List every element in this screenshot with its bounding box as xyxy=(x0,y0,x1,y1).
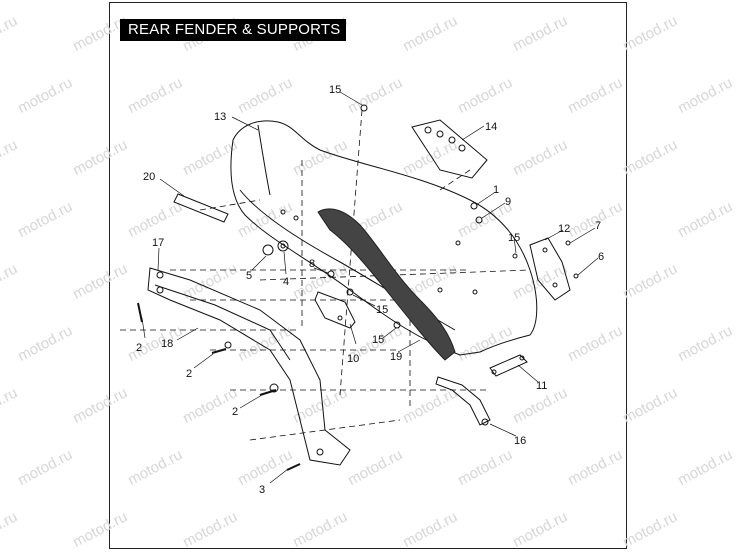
callout-9: 9 xyxy=(505,196,511,208)
clip xyxy=(489,354,528,377)
callout-1: 1 xyxy=(493,184,499,196)
diagram-title: REAR FENDER & SUPPORTS xyxy=(120,19,346,41)
support-bar xyxy=(173,193,229,223)
side-bracket xyxy=(529,237,571,301)
rear-fender xyxy=(230,120,538,356)
callout-2-left: 2 xyxy=(136,342,142,354)
spacer xyxy=(262,244,274,256)
callout-15-mid: 15 xyxy=(376,304,388,316)
callout-19: 19 xyxy=(390,351,402,363)
callout-18: 18 xyxy=(161,338,173,350)
fender-insert xyxy=(317,208,456,361)
fender-strut xyxy=(147,267,351,466)
callout-15-top: 15 xyxy=(329,84,341,96)
callout-15-right: 15 xyxy=(508,232,520,244)
callout-13: 13 xyxy=(214,111,226,123)
callout-20: 20 xyxy=(143,171,155,183)
callout-5: 5 xyxy=(246,270,252,282)
callout-12: 12 xyxy=(558,223,570,235)
callout-2-mid: 2 xyxy=(186,368,192,380)
callout-2-lower: 2 xyxy=(232,406,238,418)
callout-4: 4 xyxy=(283,276,289,288)
callout-15-low: 15 xyxy=(372,334,384,346)
diagram-frame xyxy=(109,2,627,549)
callout-7: 7 xyxy=(595,220,601,232)
callout-14: 14 xyxy=(485,121,497,133)
washer xyxy=(277,240,289,252)
callout-11: 11 xyxy=(536,380,547,392)
callout-10: 10 xyxy=(347,353,359,365)
mount-bracket xyxy=(314,291,356,329)
callout-16: 16 xyxy=(514,435,526,447)
callout-6: 6 xyxy=(598,251,604,263)
top-mount-plate xyxy=(411,119,488,179)
leader-lines xyxy=(141,91,599,484)
lower-strap xyxy=(435,376,491,426)
callout-3: 3 xyxy=(259,484,265,496)
callout-8: 8 xyxy=(309,258,315,270)
callout-17: 17 xyxy=(152,237,164,249)
